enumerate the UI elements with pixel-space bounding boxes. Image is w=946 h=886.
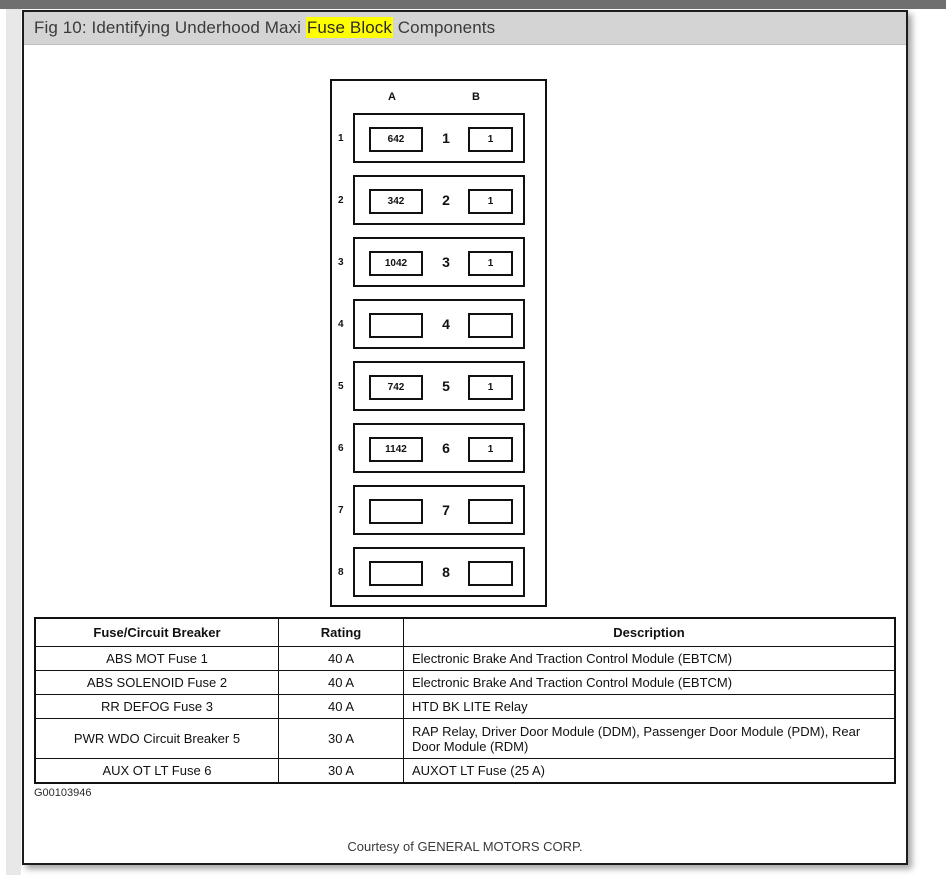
fuse-row-number: 6 xyxy=(442,440,450,456)
fuse-slot-b[interactable] xyxy=(468,313,513,338)
cell-rating: 40 A xyxy=(278,694,404,719)
fuse-row-number: 8 xyxy=(442,564,450,580)
fuse-block-column-headers: A B xyxy=(332,91,545,107)
fuse-row-5: 5 742 5 1 xyxy=(332,361,549,413)
fuse-row-index: 6 xyxy=(338,443,344,454)
header-fuse-circuit-breaker: Fuse/Circuit Breaker xyxy=(34,617,279,647)
fuse-row-number: 1 xyxy=(442,130,450,146)
cell-rating: 30 A xyxy=(278,758,404,784)
fuse-row-number: 5 xyxy=(442,378,450,394)
page-title-highlight: Fuse Block xyxy=(305,17,393,38)
fuse-description-table: Fuse/Circuit Breaker Rating Description … xyxy=(34,617,896,784)
cell-description: HTD BK LITE Relay xyxy=(403,694,896,719)
fuse-slot-b[interactable]: 1 xyxy=(468,375,513,400)
fuse-row-index: 2 xyxy=(338,195,344,206)
fuse-slot-a[interactable]: 642 xyxy=(369,127,423,152)
cell-rating: 40 A xyxy=(278,646,404,671)
fuse-row-index: 5 xyxy=(338,381,344,392)
fuse-slot-a[interactable] xyxy=(369,313,423,338)
header-description: Description xyxy=(403,617,896,647)
column-header-a: A xyxy=(388,91,396,103)
cell-rating: 30 A xyxy=(278,718,404,759)
fuse-slot-a[interactable]: 1042 xyxy=(369,251,423,276)
fuse-row-number: 4 xyxy=(442,316,450,332)
fuse-slot-b[interactable]: 1 xyxy=(468,251,513,276)
table-header-row: Fuse/Circuit Breaker Rating Description xyxy=(34,617,896,647)
fuse-row-2: 2 342 2 1 xyxy=(332,175,549,227)
document-window: Fig 10: Identifying Underhood Maxi Fuse … xyxy=(22,10,908,865)
fuse-slot-b[interactable]: 1 xyxy=(468,189,513,214)
column-header-b: B xyxy=(472,91,480,103)
cell-fuse-circuit-breaker: ABS MOT Fuse 1 xyxy=(34,646,279,671)
fuse-row-body: 642 1 1 xyxy=(353,113,525,163)
window-left-gutter xyxy=(0,0,21,886)
page-title-suffix: Components xyxy=(392,18,496,37)
fuse-row-body: 742 5 1 xyxy=(353,361,525,411)
cell-fuse-circuit-breaker: RR DEFOG Fuse 3 xyxy=(34,694,279,719)
fuse-row-number: 2 xyxy=(442,192,450,208)
fuse-slot-b[interactable] xyxy=(468,499,513,524)
fuse-row-body: 8 xyxy=(353,547,525,597)
cell-description: RAP Relay, Driver Door Module (DDM), Pas… xyxy=(403,718,896,759)
fuse-row-index: 4 xyxy=(338,319,344,330)
cell-description: AUXOT LT Fuse (25 A) xyxy=(403,758,896,784)
page-title: Fig 10: Identifying Underhood Maxi Fuse … xyxy=(24,17,496,38)
fuse-slot-b[interactable] xyxy=(468,561,513,586)
figure-code: G00103946 xyxy=(34,787,92,799)
page-title-prefix: Fig 10: Identifying Underhood Maxi xyxy=(34,18,306,37)
fuse-row-body: 7 xyxy=(353,485,525,535)
fuse-slot-a[interactable]: 742 xyxy=(369,375,423,400)
table-head: Fuse/Circuit Breaker Rating Description xyxy=(34,617,896,647)
cell-rating: 40 A xyxy=(278,670,404,695)
fuse-row-number: 3 xyxy=(442,254,450,270)
fuse-row-body: 1042 3 1 xyxy=(353,237,525,287)
fuse-slot-a[interactable] xyxy=(369,499,423,524)
fuse-row-index: 1 xyxy=(338,133,344,144)
fuse-row-6: 6 1142 6 1 xyxy=(332,423,549,475)
fuse-row-number: 7 xyxy=(442,502,450,518)
window-left-gutter-fill xyxy=(6,9,21,875)
fuse-row-body: 1142 6 1 xyxy=(353,423,525,473)
cell-fuse-circuit-breaker: ABS SOLENOID Fuse 2 xyxy=(34,670,279,695)
fuse-row-3: 3 1042 3 1 xyxy=(332,237,549,289)
fuse-slot-b[interactable]: 1 xyxy=(468,127,513,152)
fuse-slot-b[interactable]: 1 xyxy=(468,437,513,462)
fuse-row-body: 342 2 1 xyxy=(353,175,525,225)
fuse-slot-a[interactable]: 1142 xyxy=(369,437,423,462)
fuse-row-body: 4 xyxy=(353,299,525,349)
fuse-row-index: 3 xyxy=(338,257,344,268)
fuse-row-1: 1 642 1 1 xyxy=(332,113,549,165)
fuse-slot-a[interactable] xyxy=(369,561,423,586)
cell-description: Electronic Brake And Traction Control Mo… xyxy=(403,670,896,695)
courtesy-note: Courtesy of GENERAL MOTORS CORP. xyxy=(347,839,583,854)
header-rating: Rating xyxy=(278,617,404,647)
cell-fuse-circuit-breaker: PWR WDO Circuit Breaker 5 xyxy=(34,718,279,759)
fuse-slot-a[interactable]: 342 xyxy=(369,189,423,214)
figure-title-bar: Fig 10: Identifying Underhood Maxi Fuse … xyxy=(24,12,906,45)
window-top-bar xyxy=(0,0,946,9)
fuse-row-index: 8 xyxy=(338,567,344,578)
cell-description: Electronic Brake And Traction Control Mo… xyxy=(403,646,896,671)
fuse-row-index: 7 xyxy=(338,505,344,516)
cell-fuse-circuit-breaker: AUX OT LT Fuse 6 xyxy=(34,758,279,784)
